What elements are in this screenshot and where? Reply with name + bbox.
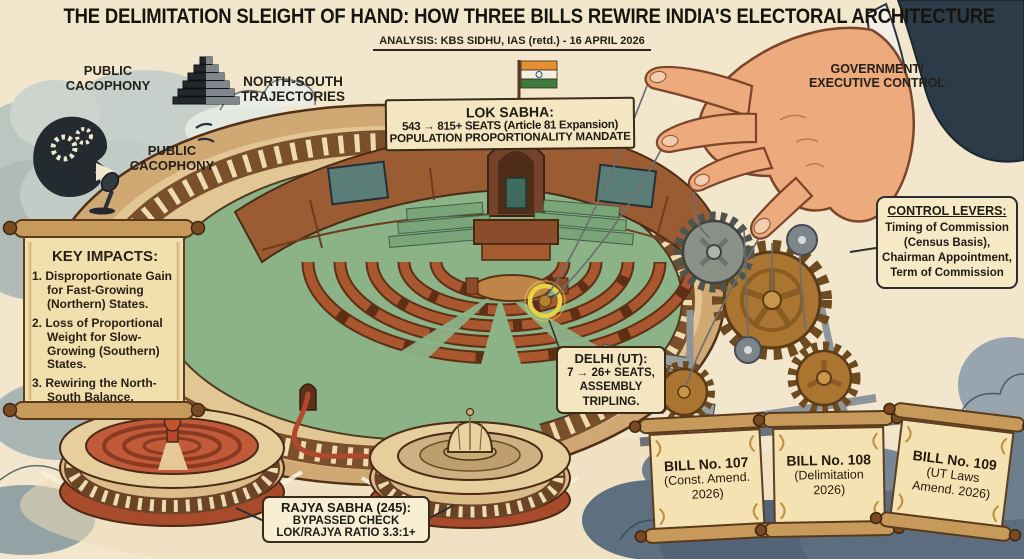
control-levers-line4: Term of Commission xyxy=(890,266,1004,279)
subtitle-text: ANALYSIS: KBS SIDHU, IAS (retd.) - 16 AP… xyxy=(373,35,651,51)
speaking-head-icon xyxy=(33,116,215,215)
government-control-line1: GOVERNMENT/ xyxy=(830,62,924,76)
delhi-ut-box: DELHI (UT): 7 → 26+ SEATS, ASSEMBLY TRIP… xyxy=(556,346,666,415)
lok-sabha-mandate: POPULATION PROPORTIONALITY MANDATE xyxy=(389,130,631,146)
key-impact-item-3: 3. Rewiring the North-South Balance. xyxy=(32,376,157,405)
lok-sabha-chamber xyxy=(43,60,727,487)
highlighted-seat-ring xyxy=(524,280,566,322)
puppeteer-hand-icon xyxy=(644,0,1024,240)
bill-108-title: BILL No. 108 xyxy=(786,451,872,469)
podium xyxy=(473,219,559,245)
speaker-chair xyxy=(505,177,527,209)
pointer-lines xyxy=(235,247,877,523)
rajya-line3: LOK/RAJYA RATIO 3.3:1+ xyxy=(276,527,416,539)
puppet-strings xyxy=(546,77,807,387)
stepped-pyramid-icon xyxy=(172,56,240,105)
suit-sleeve xyxy=(896,0,1024,163)
bill-scroll-109 xyxy=(869,402,1024,542)
label-public-cacophony-top: PUBLIC CACOPHONY xyxy=(65,63,151,93)
page-title: THE DELIMITATION SLEIGHT OF HAND: HOW TH… xyxy=(0,5,1024,29)
rajya-sabha-box: RAJYA SABHA (245): BYPASSED CHECK LOK/RA… xyxy=(262,496,430,543)
delhi-line3: TRIPLING. xyxy=(582,395,640,408)
index-finger xyxy=(644,65,754,118)
control-levers-line3: Chairman Appointment, xyxy=(882,251,1012,264)
title-text: THE DELIMITATION SLEIGHT OF HAND: HOW TH… xyxy=(63,5,996,28)
rajya-line1: RAJYA SABHA (245): xyxy=(280,500,412,515)
microphone-icon xyxy=(89,171,120,215)
wall-screen-right xyxy=(594,163,658,209)
speech-marks xyxy=(195,122,215,143)
bill-107-label: BILL No. 107 (Const. Amend. 2026) xyxy=(653,453,761,504)
control-levers-line2: (Census Basis), xyxy=(903,236,991,249)
key-impact-item-2: 2. Loss of Proportional Weight for Slow-… xyxy=(32,315,163,372)
bill-scroll-108 xyxy=(752,409,906,539)
rajya-sabha-domed-building xyxy=(360,407,580,529)
page-subtitle: ANALYSIS: KBS SIDHU, IAS (retd.) - 16 AP… xyxy=(0,31,1024,51)
bill-108-label: BILL No. 108 (Delimitation 2026) xyxy=(776,451,883,499)
label-government-control: GOVERNMENT/ EXECUTIVE CONTROL xyxy=(782,62,972,90)
steps-left xyxy=(388,201,498,249)
rajya-line2: BYPASSED CHECK xyxy=(292,515,400,527)
control-levers-line1: Timing of Commission xyxy=(885,222,1009,234)
centre-aisle xyxy=(462,296,542,432)
rajya-sabha-open-building xyxy=(40,407,304,527)
control-levers-box: CONTROL LEVERS: Timing of Commission (Ce… xyxy=(876,196,1018,289)
lok-sabha-sign: LOK SABHA: 543 → 815+ SEATS (Article 81 … xyxy=(384,96,636,152)
key-impacts-title: KEY IMPACTS: xyxy=(51,248,159,265)
bill-scroll-107 xyxy=(628,412,785,544)
delhi-line2: ASSEMBLY xyxy=(579,381,643,394)
wall-screen-left xyxy=(326,160,390,206)
control-levers-title: CONTROL LEVERS: xyxy=(887,204,1007,218)
delhi-title: DELHI (UT): xyxy=(574,351,648,366)
label-public-cacophony-mid: PUBLIC CACOPHONY xyxy=(129,143,215,173)
delhi-line1: 7 → 26+ SEATS, xyxy=(567,367,655,379)
key-impacts-scroll xyxy=(2,219,206,420)
key-impacts-panel: KEY IMPACTS: 1. Disproportionate Gain fo… xyxy=(32,248,178,405)
bill-108-sub2: 2026) xyxy=(813,482,846,498)
government-control-line2: EXECUTIVE CONTROL xyxy=(808,76,946,90)
label-north-south-trajectories: NORTH-SOUTH TRAJECTORIES xyxy=(240,74,346,105)
middle-finger xyxy=(655,112,758,154)
key-impact-item-1: 1. Disproportionate Gain for Fast-Growin… xyxy=(32,269,173,311)
